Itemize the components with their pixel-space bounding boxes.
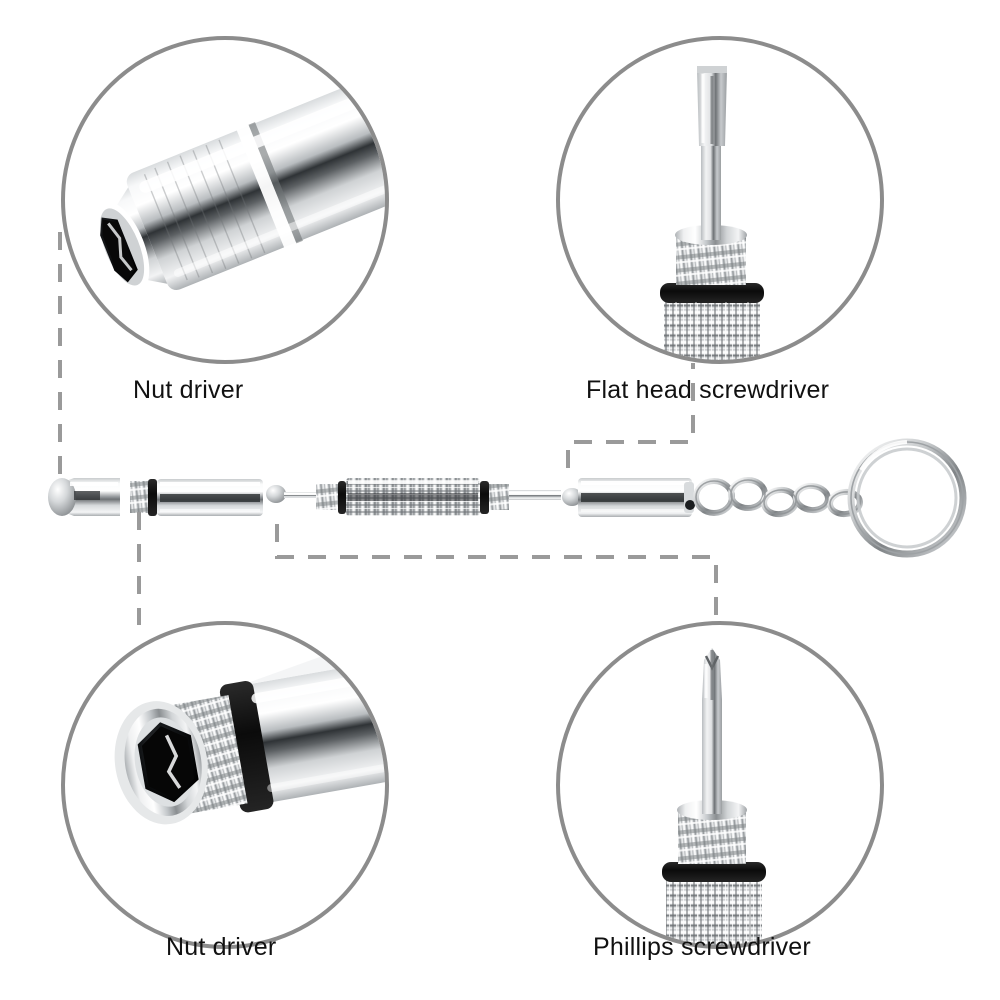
callout-circle-nut-driver-top <box>61 36 389 364</box>
part-nut-driver-cap <box>48 478 120 516</box>
hex-socket-icon <box>100 217 138 283</box>
part-knurled-handle-barrel <box>316 478 561 516</box>
chain-link-shadows <box>695 479 861 515</box>
flat-blade-icon <box>697 66 727 146</box>
leader-line-flat-head-screwdriver <box>566 363 695 468</box>
part-flat-head-barrel <box>562 478 695 517</box>
callout-image-nut-driver-bottom <box>114 625 385 825</box>
o-ring-icon <box>662 862 766 882</box>
hex-socket-icon <box>137 722 199 803</box>
o-ring-icon <box>219 680 274 813</box>
part-shaft-pin <box>266 485 324 503</box>
callout-label-nut-driver-bottom: Nut driver <box>166 933 277 961</box>
callout-image-phillips-screwdriver <box>662 648 766 945</box>
callout-label-nut-driver-top: Nut driver <box>133 376 244 404</box>
part-keyring-chain <box>693 477 863 518</box>
leader-lines <box>58 232 718 625</box>
leader-line-phillips-screwdriver <box>275 524 718 625</box>
callout-image-nut-driver-top <box>94 66 385 293</box>
callout-image-flat-head-screwdriver <box>660 66 764 360</box>
callout-label-phillips-screwdriver: Phillips screwdriver <box>593 933 811 961</box>
o-ring-icon <box>660 283 764 303</box>
product-assembly <box>48 438 967 558</box>
callout-label-flat-head-screwdriver: Flat head screwdriver <box>586 376 830 404</box>
part-split-keyring <box>847 438 967 558</box>
cross-tip-icon <box>702 648 722 700</box>
part-nut-driver-threaded-sleeve <box>130 479 263 516</box>
callout-circle-nut-driver-bottom <box>61 621 389 949</box>
callout-circle-flat-head-screwdriver <box>556 36 884 364</box>
callout-circle-phillips-screwdriver <box>556 621 884 949</box>
